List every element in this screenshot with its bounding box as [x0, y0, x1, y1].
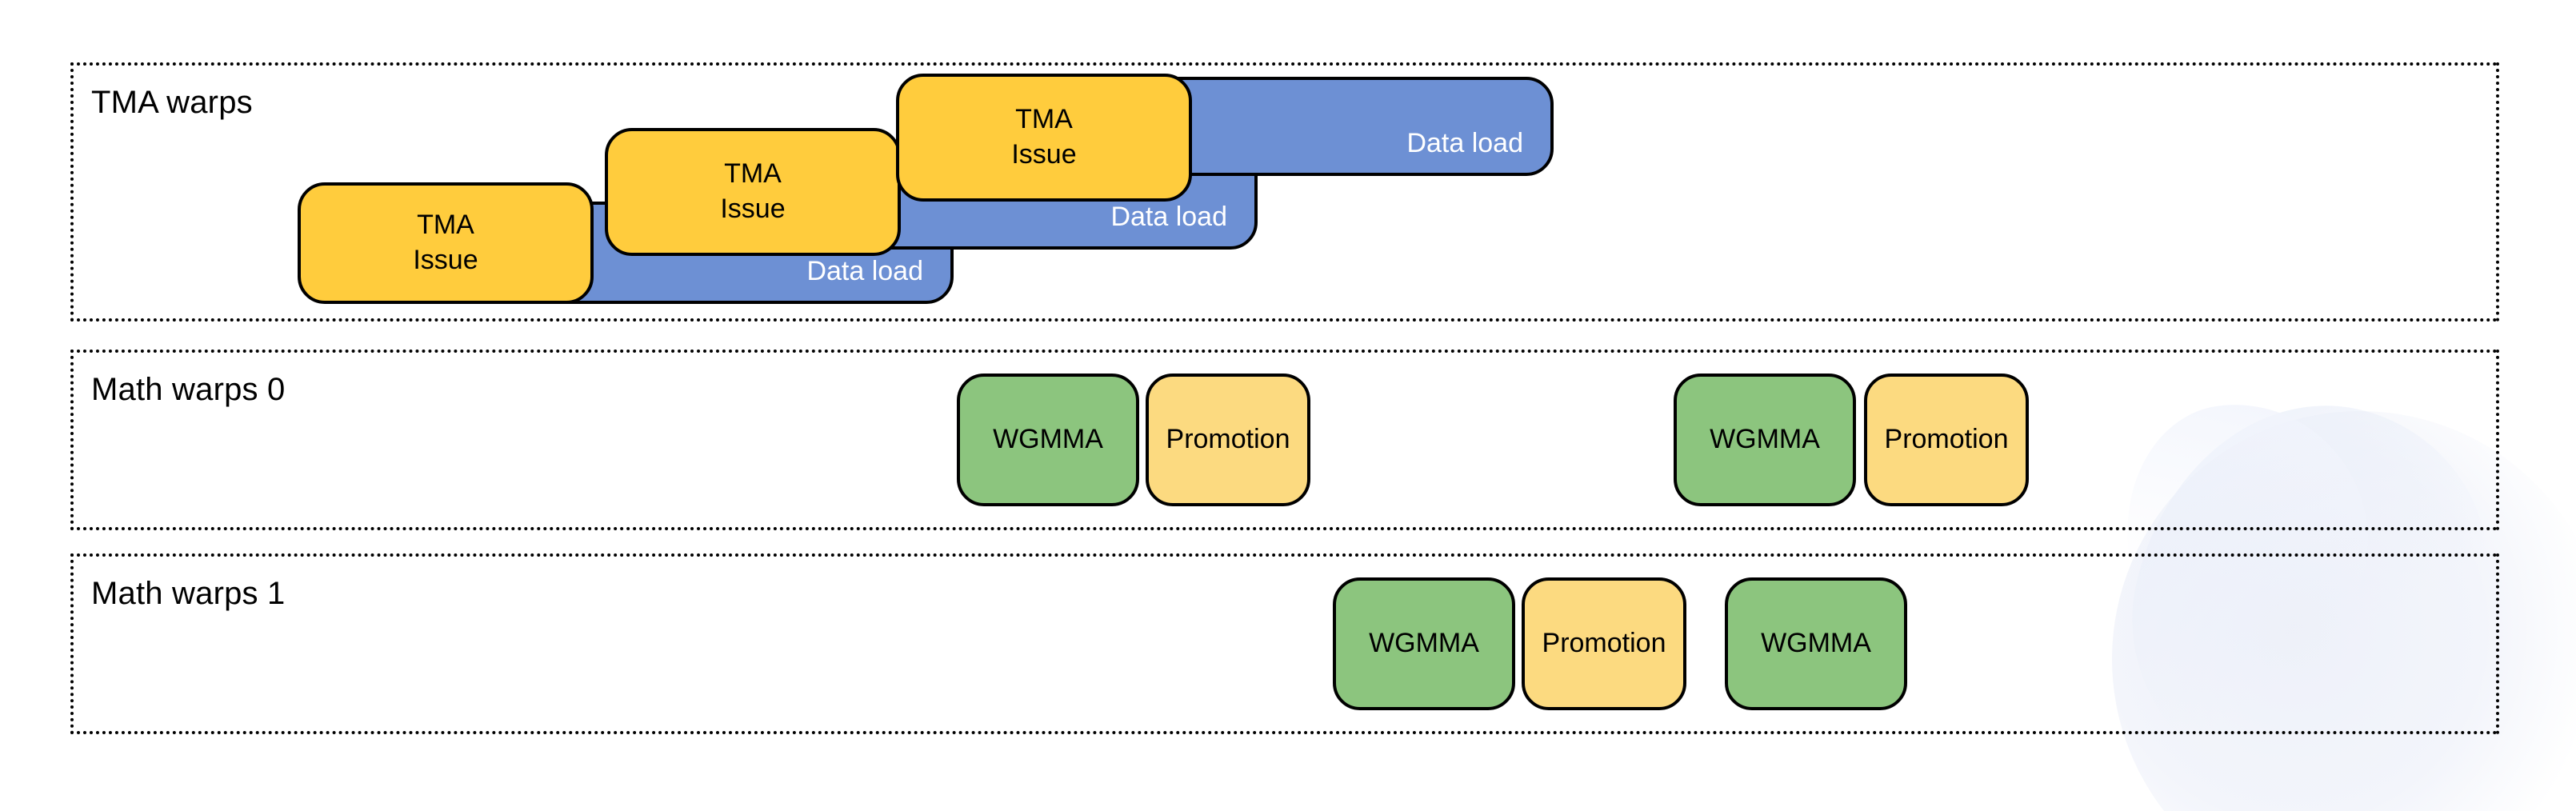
track-label-math-warps-1: Math warps 1 [91, 576, 286, 611]
block-wgmma-1-2: WGMMA [1725, 577, 1907, 710]
track-math-warps-1: Math warps 1 [70, 553, 2499, 734]
block-promotion-0-1: Promotion [1146, 374, 1310, 506]
track-math-warps-0: Math warps 0 [70, 350, 2499, 530]
block-tma-issue-3: TMA Issue [896, 74, 1192, 202]
block-wgmma-1-1: WGMMA [1333, 577, 1515, 710]
block-wgmma-0-2: WGMMA [1674, 374, 1856, 506]
track-label-tma-warps: TMA warps [91, 85, 253, 120]
block-tma-issue-1: TMA Issue [298, 182, 594, 304]
track-tma-warps: TMA warps [70, 62, 2499, 322]
track-label-math-warps-0: Math warps 0 [91, 372, 286, 407]
block-promotion-0-2: Promotion [1864, 374, 2029, 506]
block-tma-issue-2: TMA Issue [605, 128, 901, 256]
block-promotion-1-1: Promotion [1522, 577, 1686, 710]
block-data-load-3: Data load [1125, 77, 1554, 176]
block-wgmma-0-1: WGMMA [957, 374, 1139, 506]
